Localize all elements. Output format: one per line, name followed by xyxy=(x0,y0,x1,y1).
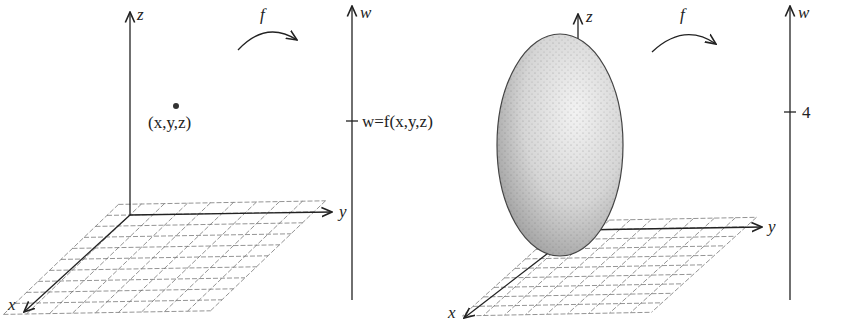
tick xyxy=(784,111,796,112)
axis-label: y xyxy=(339,203,347,220)
axis-label: w xyxy=(798,4,809,21)
grid-line xyxy=(50,204,165,314)
grid-line xyxy=(73,245,280,249)
w-axis xyxy=(351,6,352,300)
grid-line xyxy=(84,234,291,238)
value-label: w=f(x,y,z) xyxy=(362,113,433,130)
grid-line xyxy=(73,203,188,313)
grid-line xyxy=(119,202,234,312)
grid-line xyxy=(473,303,662,307)
grid-line xyxy=(4,204,119,314)
w-axis xyxy=(789,6,790,300)
grid-line xyxy=(188,201,303,311)
grid-line xyxy=(50,267,257,271)
tick xyxy=(346,120,358,121)
grid-line xyxy=(589,219,694,314)
grid-line xyxy=(652,217,757,312)
grid-line xyxy=(119,201,326,205)
floor-grid xyxy=(4,201,326,315)
function-label: f xyxy=(260,6,265,23)
grid-line xyxy=(211,201,326,311)
axes xyxy=(464,14,762,318)
point xyxy=(173,103,179,109)
ellipsoid xyxy=(497,34,623,256)
axis-label: x xyxy=(8,296,16,313)
axes xyxy=(24,12,332,312)
grid-line xyxy=(165,202,280,312)
grid-line xyxy=(15,300,222,304)
grid-line xyxy=(610,218,715,313)
grid-line xyxy=(27,289,234,293)
grid-line xyxy=(494,284,683,288)
axis-label: z xyxy=(586,8,593,25)
axis-label: z xyxy=(137,6,144,23)
grid-line xyxy=(631,218,736,313)
axis-label: x xyxy=(448,304,456,321)
grid-line xyxy=(515,265,704,269)
mapping-arrow xyxy=(652,35,716,52)
mapping-arrow xyxy=(238,32,297,50)
axis-label: y xyxy=(768,218,776,235)
point-label: (x,y,z) xyxy=(148,114,191,131)
grid-line xyxy=(142,202,257,312)
value-label: 4 xyxy=(802,104,811,121)
floor-grid xyxy=(463,217,757,316)
grid-line xyxy=(96,203,211,313)
axis-label: w xyxy=(360,4,371,21)
grid-line xyxy=(4,311,211,315)
grid-line xyxy=(484,293,673,297)
grid-line xyxy=(96,223,303,227)
grid-line xyxy=(463,312,652,316)
grid-line xyxy=(38,278,245,282)
grid-line xyxy=(505,274,694,278)
grid-line xyxy=(61,256,268,260)
function-label: f xyxy=(680,6,685,23)
